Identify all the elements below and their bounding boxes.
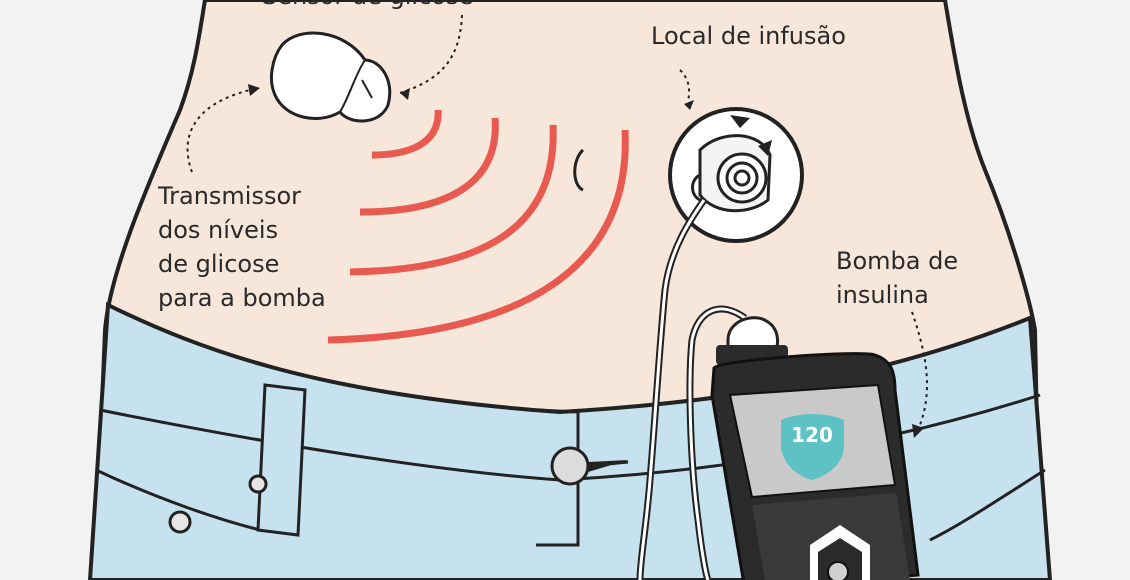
rivet: [168, 510, 192, 534]
arrowhead: [912, 424, 924, 438]
rivet: [248, 474, 268, 494]
transmitter-label: Transmissor dos níveis de glicose para a…: [158, 179, 326, 315]
transmitter-label-line: para a bomba: [158, 284, 326, 312]
pocket-seam: [95, 468, 261, 532]
pocket-seam-right: [929, 468, 1046, 542]
pump-label: Bomba de insulina: [836, 244, 958, 312]
skin-mark: [573, 148, 585, 192]
infusion-site-label: Local de infusão: [651, 22, 846, 50]
tubing: [638, 199, 706, 580]
button-hole-tip: [588, 460, 628, 472]
transmitter-label-line: Transmissor: [158, 182, 302, 210]
tubing-2: [688, 307, 746, 580]
pump-label-line: Bomba de: [836, 247, 959, 275]
insulin-pump-icon: [710, 316, 920, 580]
arrowhead: [248, 84, 260, 96]
signal-waves-icon: [327, 109, 629, 344]
pump-leader-line: [911, 311, 928, 431]
pump-label-line: insulina: [836, 281, 929, 309]
sensor-label: Sensor de glicose: [262, 0, 473, 13]
infusion-set-icon: [668, 107, 804, 243]
shield-icon: [781, 414, 844, 480]
sensor-icon: [270, 31, 392, 123]
arrowhead: [400, 88, 410, 100]
transmitter-label-line: de glicose: [158, 250, 280, 278]
jeans-button: [550, 446, 590, 486]
transmitter-label-line: dos níveis: [158, 216, 279, 244]
arrowhead: [684, 100, 694, 110]
belt-loop-left: [256, 383, 307, 537]
pump-glucose-value: 120: [791, 423, 833, 447]
